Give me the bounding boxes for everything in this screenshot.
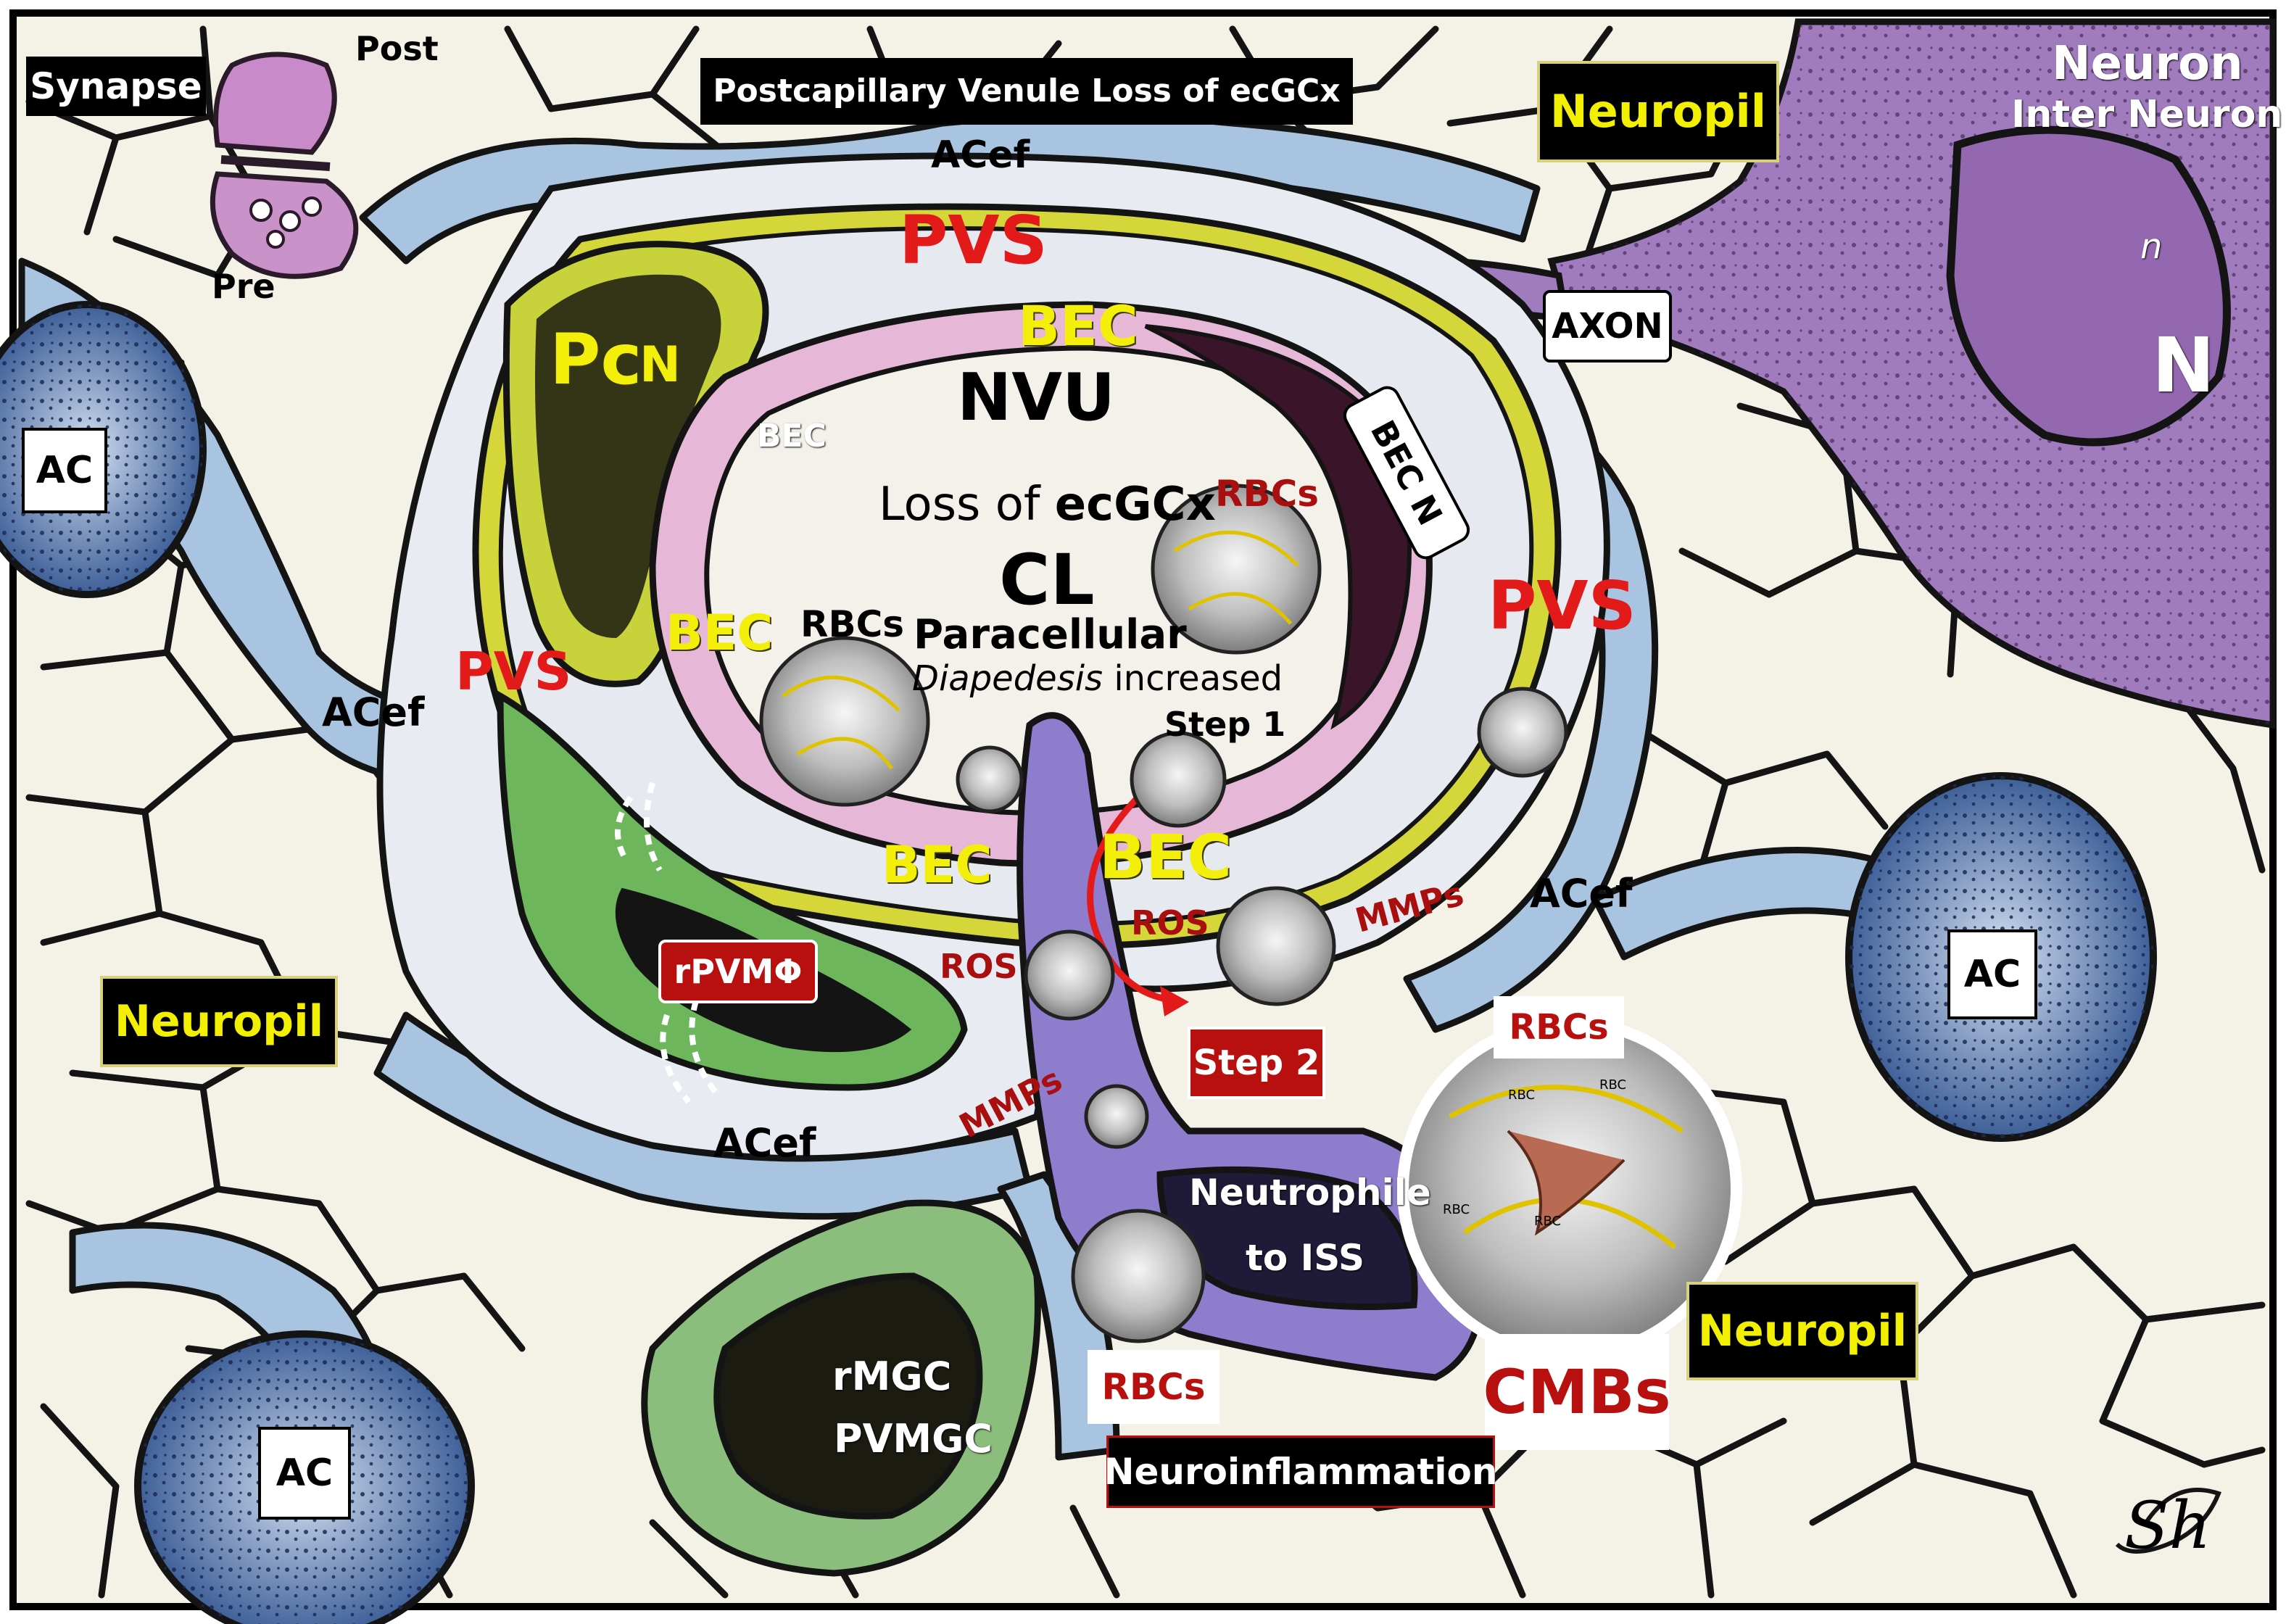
loss-of-label: Loss of ecGCx [879, 481, 1216, 528]
pericyte-label: Pc [550, 319, 642, 400]
to-iss-label: to ISS [1246, 1237, 1365, 1279]
cl-label: CL [999, 539, 1095, 621]
increased-text: increased [1114, 658, 1283, 699]
bec-label-bottom-right: BEC [1099, 821, 1233, 892]
synapse-illustration [210, 51, 359, 279]
pvs-label-left: PVS [455, 641, 572, 702]
bec-label-top: BEC [1018, 294, 1138, 358]
neuroinflammation-label: Neuroinflammation [1104, 1436, 1497, 1508]
step-arrow [1087, 780, 1175, 1004]
rbc-tiny-label-2: RBC [1599, 1077, 1627, 1093]
rbc-clusters [759, 484, 1742, 1362]
microglia [641, 1199, 1041, 1577]
rbcs-label-lumen-left: RBCs [800, 603, 905, 645]
neuron-label: Neuron [2052, 37, 2243, 91]
ros-label-right: ROS [1131, 903, 1209, 942]
astrocyte-label-left: AC [22, 428, 107, 513]
nvu-label: NVU [957, 360, 1116, 436]
acef-label-right: ACef [1530, 871, 1633, 916]
neuron-illustration [1344, 18, 2277, 729]
rmgc-label: rMGC [832, 1354, 952, 1399]
astrocyte-label-right: AC [1947, 929, 2037, 1019]
step1-label: Step 1 [1164, 705, 1286, 744]
signature-mark [2115, 1488, 2221, 1554]
pvs-label-top: PVS [899, 202, 1048, 279]
rbc-tiny-label-3: RBC [1534, 1214, 1562, 1229]
nucleolus-label: n [2140, 226, 2163, 267]
macrophage-label: rPVMΦ [658, 940, 818, 1003]
acef-label-left: ACef [322, 689, 425, 735]
neuron-nucleus-label: N [2152, 321, 2216, 410]
synapse-label: Synapse [26, 57, 206, 116]
astrocyte-label-bottom: AC [258, 1427, 351, 1520]
neuropil-label-top: Neuropil [1537, 61, 1779, 162]
paracellular-label: Paracellular [914, 611, 1187, 658]
post-label: Post [355, 29, 439, 68]
ecgcx-text: ecGCx [1054, 478, 1216, 531]
bec-label-small: BEC [757, 418, 827, 455]
rbc-tiny-label-1: RBC [1508, 1088, 1536, 1103]
rbc-tiny-label-4: RBC [1443, 1202, 1470, 1217]
diagram-title: Postcapillary Venule Loss of ecGCx [700, 58, 1353, 125]
inter-neuron-label: Inter Neuron [2011, 93, 2283, 136]
diapedesis-label: Diapedesis increased [912, 661, 1283, 696]
acef-label-bottom: ACef [713, 1120, 816, 1166]
axon-label: AXON [1543, 290, 1672, 362]
pericyte-nucleus-label: N [639, 336, 681, 394]
pvmgc-label: PVMGC [834, 1416, 993, 1462]
signature-label: Sh [2124, 1488, 2211, 1564]
rbcs-label-bottom: RBCs [1088, 1350, 1219, 1424]
pre-label: Pre [212, 267, 276, 306]
cmbs-label: CMBs [1483, 1334, 1671, 1450]
rbcs-label-lumen-right: RBCs [1215, 473, 1320, 515]
loss-of-text: Loss of [879, 478, 1040, 531]
bec-nucleus [1144, 324, 1412, 730]
bec-label-left: BEC [666, 605, 774, 662]
neuropil-label-bottom: Neuropil [1686, 1282, 1918, 1380]
acef-label-top: ACef [931, 133, 1030, 177]
diapedesis-text: Diapedesis [912, 658, 1103, 699]
rbcs-label-cmb: RBCs [1494, 996, 1624, 1058]
ros-label-left: ROS [940, 947, 1018, 986]
bec-label-bottom-left: BEC [882, 835, 993, 895]
neuropil-label-left: Neuropil [100, 976, 338, 1067]
neutrophile-label: Neutrophile [1189, 1172, 1431, 1214]
pvs-label-right: PVS [1488, 567, 1636, 645]
step2-label: Step 2 [1188, 1027, 1325, 1099]
